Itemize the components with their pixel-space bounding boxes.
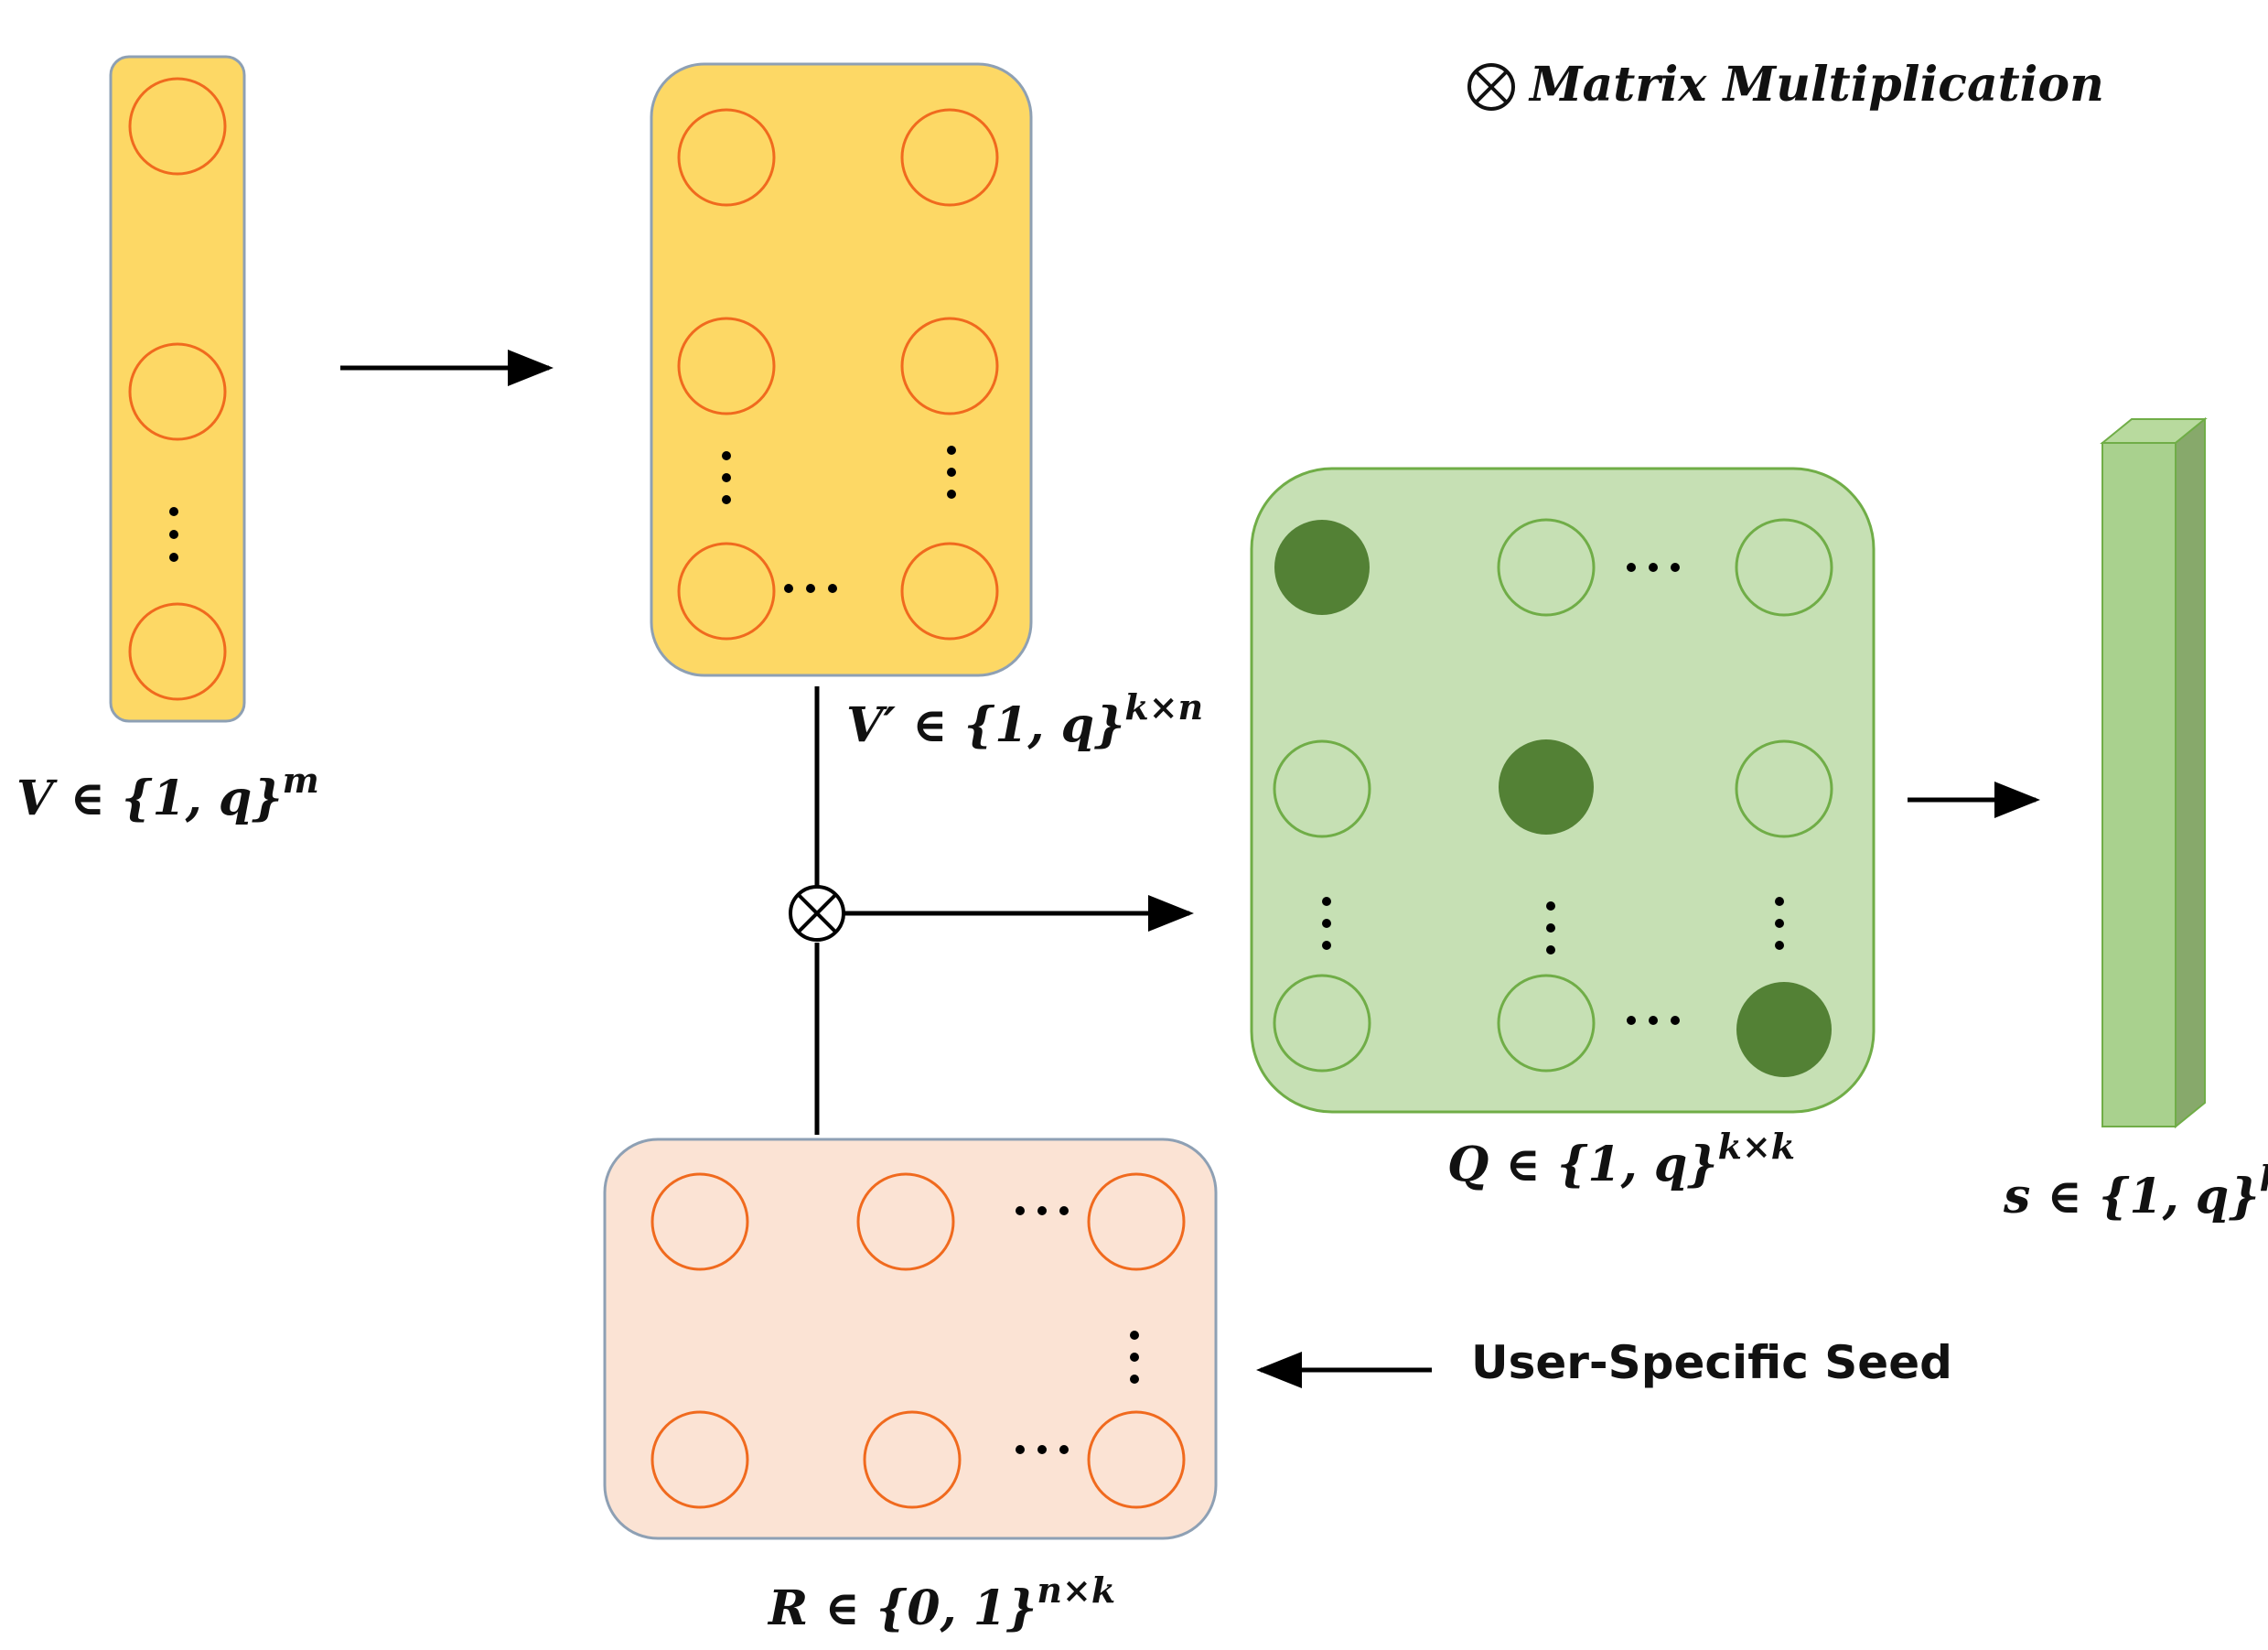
r-horizontal-ellipsis xyxy=(1016,1445,1069,1454)
s-label: s ∈ {1, q}k xyxy=(2003,1158,2268,1224)
legend-text: Matrix Multiplication xyxy=(1528,57,2104,113)
s-vector xyxy=(2100,416,2208,1129)
vprime-horizontal-ellipsis xyxy=(784,584,837,593)
r-horizontal-ellipsis xyxy=(1016,1206,1069,1215)
q-node-filled xyxy=(1499,739,1594,835)
s-vector-front xyxy=(2101,442,2177,1127)
r-node xyxy=(863,1410,962,1509)
vprime-label: V′ ∈ {1, q}k×n xyxy=(846,686,1203,753)
r-matrix-box xyxy=(603,1138,1218,1540)
q-node xyxy=(1273,739,1371,838)
vprime-node xyxy=(900,108,999,207)
legend-multiply-icon xyxy=(1467,63,1515,111)
q-node-filled xyxy=(1736,982,1832,1077)
q-node xyxy=(1273,974,1371,1073)
vprime-node xyxy=(677,317,776,415)
q-node xyxy=(1735,518,1833,617)
v-vector-box xyxy=(109,55,246,723)
v-vertical-ellipsis xyxy=(169,507,178,562)
vprime-matrix xyxy=(650,62,1033,677)
v-node xyxy=(128,77,227,176)
seed-label: User-Specific Seed xyxy=(1471,1336,1952,1389)
legend: Matrix Multiplication xyxy=(1467,57,2104,113)
q-node-filled xyxy=(1274,520,1370,615)
r-node xyxy=(1087,1410,1186,1509)
vprime-node xyxy=(677,108,776,207)
r-node xyxy=(1087,1172,1186,1271)
q-horizontal-ellipsis xyxy=(1627,563,1680,572)
r-node xyxy=(650,1410,749,1509)
v-node xyxy=(128,602,227,701)
vprime-matrix-box xyxy=(650,62,1033,677)
r-vertical-ellipsis xyxy=(1130,1331,1139,1384)
r-label: R ∈ {0, 1}n×k xyxy=(767,1569,1115,1636)
legend-multiply-icon-stroke-b xyxy=(1474,70,1509,104)
q-horizontal-ellipsis xyxy=(1627,1016,1680,1025)
multiply-icon xyxy=(789,885,845,942)
v-node xyxy=(128,342,227,441)
q-label: Q ∈ {1, q}k×k xyxy=(1447,1126,1795,1192)
q-matrix xyxy=(1250,467,1876,1114)
vprime-node xyxy=(900,317,999,415)
vprime-node xyxy=(677,542,776,641)
q-vertical-ellipsis xyxy=(1322,897,1784,954)
s-vector-side xyxy=(2175,416,2206,1129)
r-matrix xyxy=(603,1138,1218,1540)
vprime-vertical-ellipsis xyxy=(722,446,956,504)
q-node xyxy=(1497,518,1596,617)
v-label: V ∈ {1, q}m xyxy=(16,760,319,826)
q-node xyxy=(1735,739,1833,838)
q-node xyxy=(1497,974,1596,1073)
r-node xyxy=(650,1172,749,1271)
r-node xyxy=(856,1172,955,1271)
v-vector xyxy=(109,55,246,723)
vprime-node xyxy=(900,542,999,641)
